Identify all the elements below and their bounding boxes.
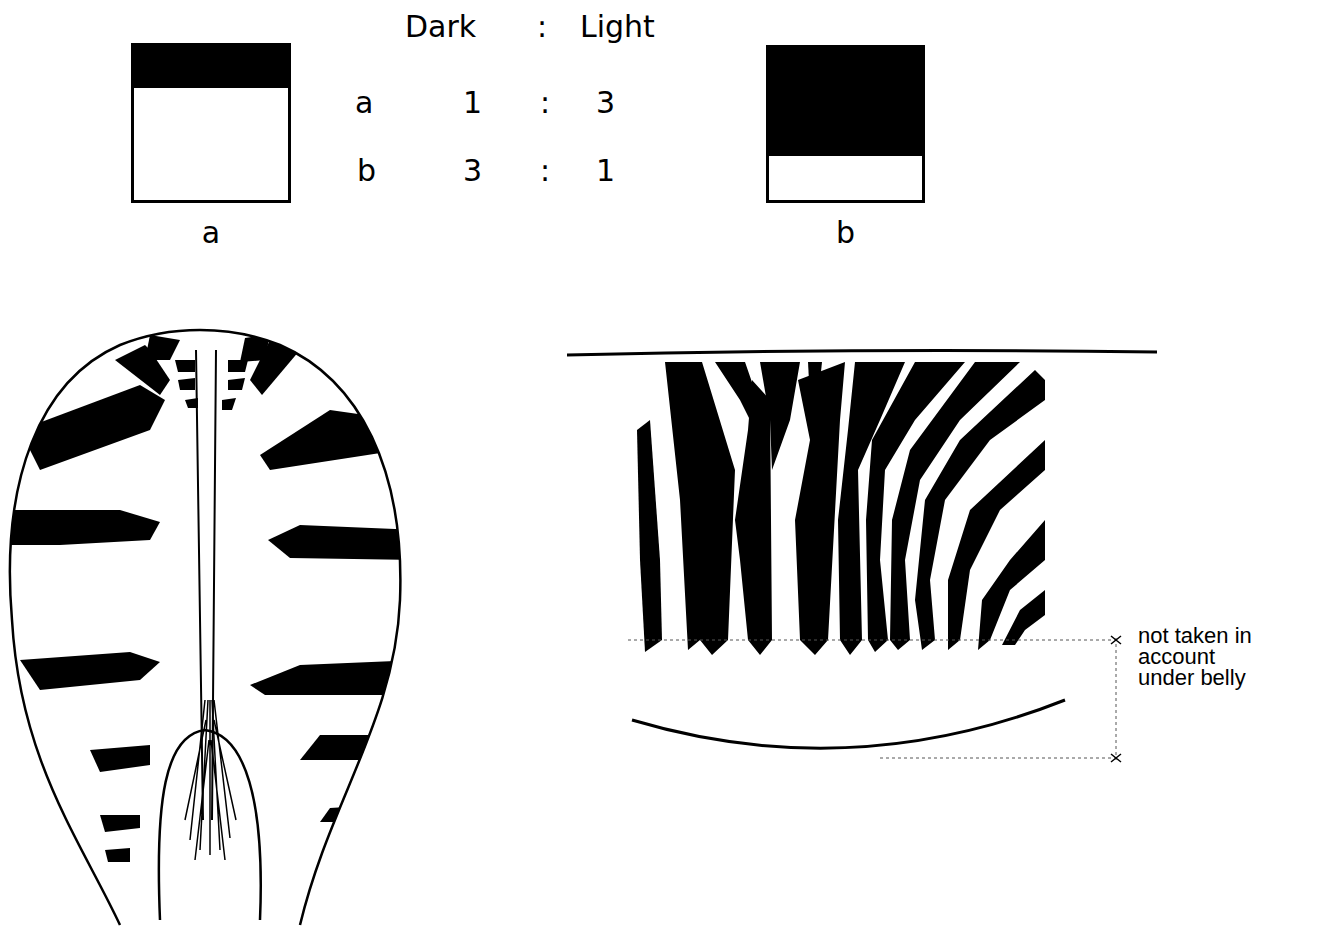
table-cell: 3 [463, 154, 482, 187]
table-cell: : [540, 86, 550, 119]
square-label: a [202, 216, 220, 249]
square-label: b [836, 216, 855, 249]
annotation-note: not taken in account under belly [1138, 626, 1268, 689]
back-line [567, 351, 1157, 355]
table-cell: 3 [596, 86, 615, 119]
rear-stripes [0, 334, 420, 862]
rear-outline [10, 330, 400, 925]
table-cell: 1 [463, 86, 482, 119]
ratio-square: a [131, 43, 291, 203]
belly-line [632, 700, 1065, 748]
table-cell: : [540, 154, 550, 187]
table-cell: 1 [596, 154, 615, 187]
side-stripes [637, 362, 1045, 655]
table-cell: Light [580, 10, 655, 43]
ratio-square: b [766, 45, 925, 203]
table-cell: : [537, 10, 547, 43]
table-cell: Dark [405, 10, 476, 43]
table-cell: b [357, 154, 376, 187]
table-cell: a [355, 86, 373, 119]
dimension-ticks [1111, 636, 1121, 762]
dark-area [769, 48, 922, 156]
dark-area [134, 46, 288, 88]
tail-tuft [185, 700, 236, 860]
dimension-lines [628, 638, 1117, 760]
